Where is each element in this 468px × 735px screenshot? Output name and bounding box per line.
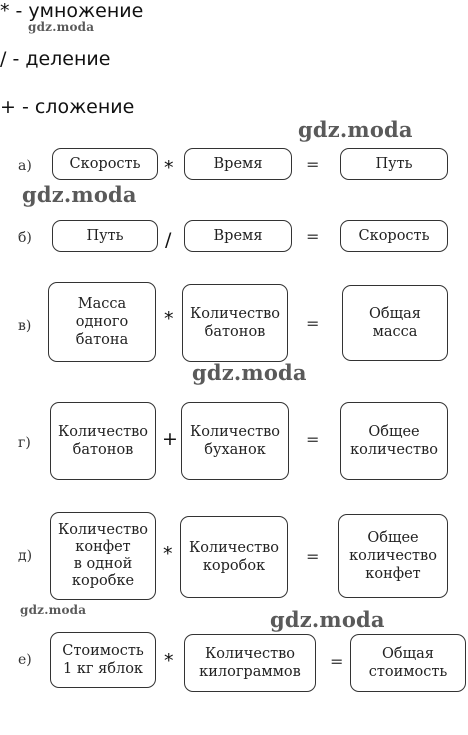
operator: + (162, 428, 178, 450)
equals-sign: = (306, 547, 320, 566)
term-box-b: Время (184, 148, 292, 180)
term-box-b: Количество буханок (181, 402, 289, 480)
row-label: г) (18, 435, 31, 451)
term-box-a: Путь (52, 220, 158, 252)
result-box: Общая стоимость (350, 634, 466, 692)
watermark: gdz.moda (22, 182, 137, 207)
legend-addition: + - сложение (0, 96, 135, 118)
term-box-b: Количество батонов (182, 284, 288, 362)
watermark: gdz.moda (20, 603, 87, 617)
term-box-a: Скорость (52, 148, 158, 180)
row-label: в) (18, 318, 32, 334)
term-box-a: Масса одного батона (48, 282, 156, 362)
term-box-a: Количество батонов (50, 402, 156, 480)
operator: * (164, 308, 174, 330)
legend-multiplication: * - умножение (0, 0, 144, 22)
result-box: Путь (340, 148, 448, 180)
row-label: е) (18, 652, 32, 668)
term-box-a: Стоимость 1 кг яблок (50, 632, 156, 688)
term-box-b: Количество коробок (180, 516, 288, 598)
result-box: Общее количество (340, 402, 448, 480)
watermark: gdz.moda (270, 607, 385, 632)
operator: * (164, 157, 174, 179)
legend-division: / - деление (0, 48, 111, 70)
term-box-a: Количество конфет в одной коробке (50, 512, 156, 600)
row-label: б) (18, 230, 32, 246)
equals-sign: = (306, 430, 320, 449)
operator: * (164, 650, 174, 672)
operator: / (165, 229, 172, 251)
result-box: Общая масса (342, 285, 448, 361)
result-box: Скорость (340, 220, 448, 252)
operator: * (163, 543, 173, 565)
watermark: gdz.moda (28, 20, 95, 34)
equals-sign: = (330, 652, 344, 671)
term-box-b: Время (184, 220, 292, 252)
equals-sign: = (306, 227, 320, 246)
equals-sign: = (306, 314, 320, 333)
result-box: Общее количество конфет (338, 514, 448, 598)
row-label: а) (18, 158, 32, 174)
row-label: д) (18, 548, 33, 564)
watermark: gdz.moda (192, 360, 307, 385)
equals-sign: = (306, 155, 320, 174)
term-box-b: Количество килограммов (184, 634, 316, 692)
watermark: gdz.moda (298, 117, 413, 142)
